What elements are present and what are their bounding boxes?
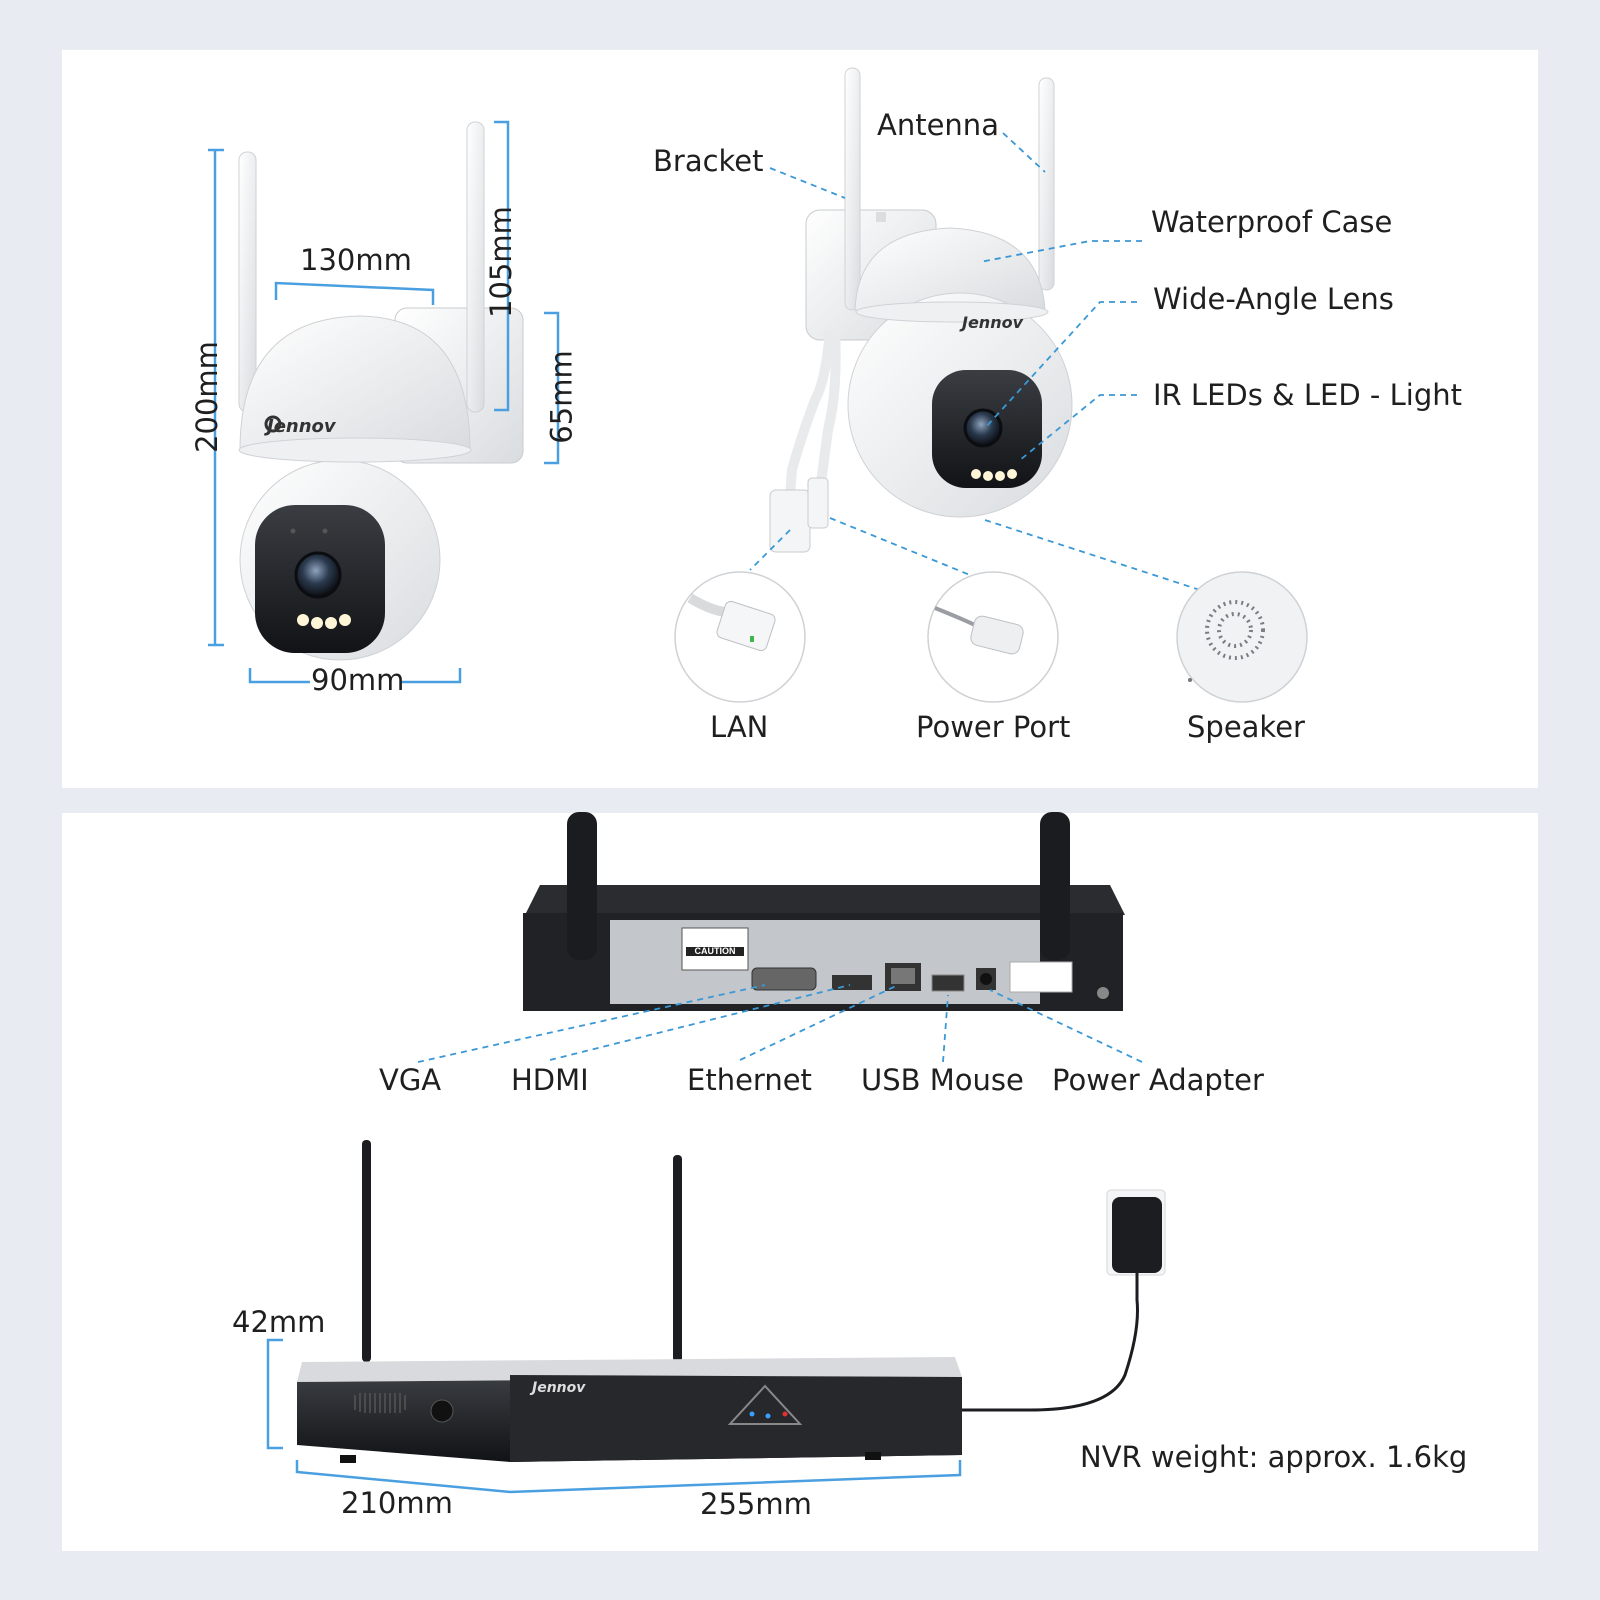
nvr-callout-lines (417, 984, 1143, 1063)
brand-logo-icon (264, 415, 282, 433)
label-wide-angle-lens: Wide-Angle Lens (1153, 282, 1394, 316)
dimension-bracket: 65mm (544, 350, 579, 444)
label-ethernet: Ethernet (687, 1063, 812, 1097)
nvr-brand-logo: Jennov (529, 1380, 586, 1396)
label-vga: VGA (379, 1063, 442, 1097)
speaker-image (1176, 571, 1308, 703)
label-usb-mouse: USB Mouse (861, 1063, 1024, 1097)
nvr-dimension-lines (266, 1338, 962, 1494)
dimension-nvr-depth: 210mm (341, 1486, 453, 1520)
camera-side-brand-logo: Jennov (959, 313, 1024, 332)
label-power-adapter: Power Adapter (1052, 1063, 1264, 1097)
camera-callout-lines (749, 132, 1201, 591)
nvr-front-illustration (297, 1140, 1166, 1463)
label-hdmi: HDMI (511, 1063, 589, 1097)
dimension-nvr-height: 42mm (232, 1305, 326, 1339)
label-lan: LAN (710, 710, 769, 744)
label-waterproof-case: Waterproof Case (1151, 205, 1393, 239)
label-speaker: Speaker (1187, 710, 1305, 744)
dimension-height-total: 200mm (189, 341, 224, 453)
label-ir-leds: IR LEDs & LED - Light (1153, 378, 1462, 412)
label-power-port: Power Port (916, 710, 1071, 744)
camera-front-illustration (238, 121, 524, 661)
dimension-antenna: 105mm (483, 206, 518, 318)
camera-brand-logo: Jennov (264, 416, 337, 437)
label-bracket: Bracket (653, 144, 764, 178)
nvr-back-illustration (523, 812, 1125, 1011)
lan-port-image (674, 571, 806, 703)
camera-side-illustration (769, 67, 1073, 553)
nvr-weight-text: NVR weight: approx. 1.6kg (1080, 1440, 1468, 1474)
label-antenna: Antenna (877, 108, 999, 142)
nvr-caution-label: CAUTION (695, 946, 736, 956)
dimension-nvr-width: 255mm (700, 1487, 812, 1521)
dimension-width-bottom: 90mm (311, 663, 405, 697)
dimension-width-top: 130mm (300, 243, 412, 277)
camera-dimension-lines (208, 120, 560, 684)
power-port-image (927, 571, 1059, 703)
